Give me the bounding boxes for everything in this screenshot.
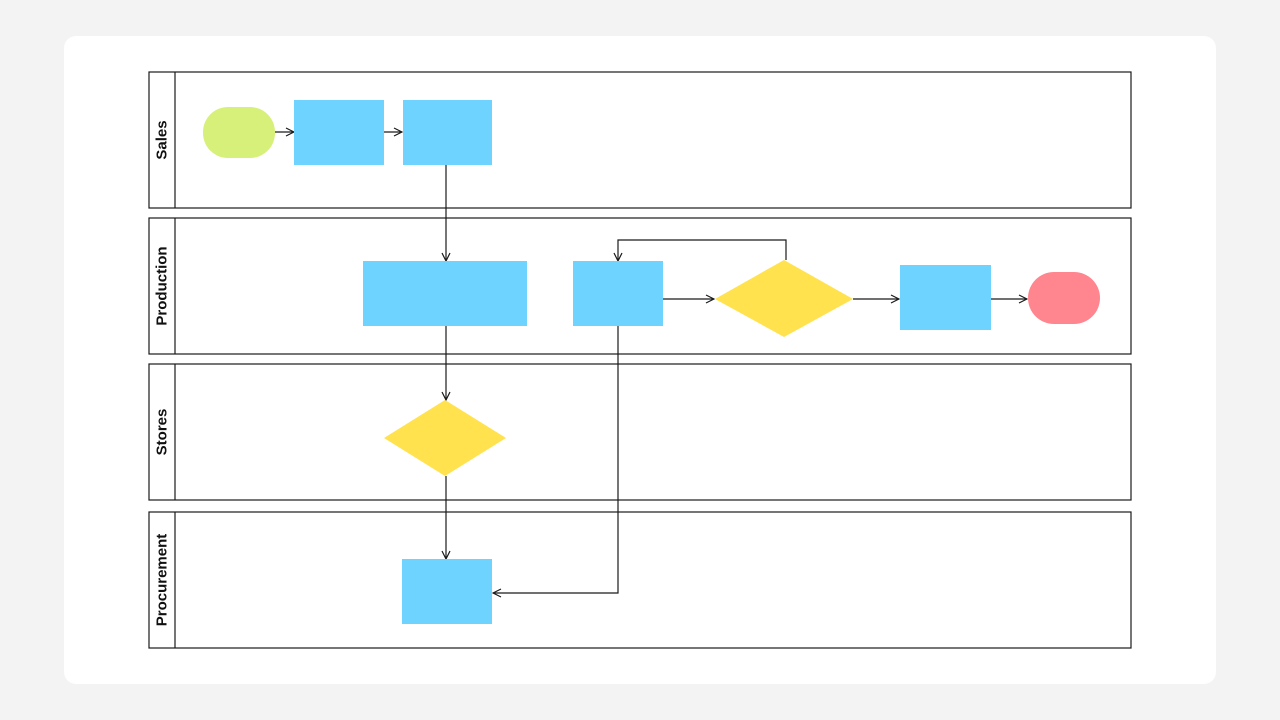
sales-process-step-1[interactable]	[294, 100, 384, 165]
lane-label-stores: Stores	[154, 409, 171, 456]
production-process-step-1[interactable]	[363, 261, 527, 326]
lane-label-sales: Sales	[154, 120, 171, 159]
production-decision-diamond[interactable]	[715, 260, 853, 337]
end-terminal[interactable]	[1028, 272, 1100, 324]
edge-production-step-2-to-procurement-step	[493, 326, 619, 593]
lane-procurement: Procurement	[148, 511, 1132, 649]
lane-label-production: Production	[154, 246, 171, 325]
procurement-process-step[interactable]	[402, 559, 492, 624]
sales-process-step-2[interactable]	[403, 100, 492, 165]
start-terminal[interactable]	[203, 107, 275, 158]
lane-sales: Sales	[148, 71, 1132, 209]
production-process-step-3[interactable]	[900, 265, 991, 330]
lane-stores: Stores	[148, 363, 1132, 501]
lane-production: Production	[148, 217, 1132, 355]
stores-decision-diamond[interactable]	[384, 400, 506, 476]
production-process-step-2[interactable]	[573, 261, 663, 326]
lane-label-procurement: Procurement	[154, 534, 171, 627]
edge-production-decision-loop-to-production-step-2	[618, 239, 787, 261]
connectors	[275, 132, 1027, 593]
